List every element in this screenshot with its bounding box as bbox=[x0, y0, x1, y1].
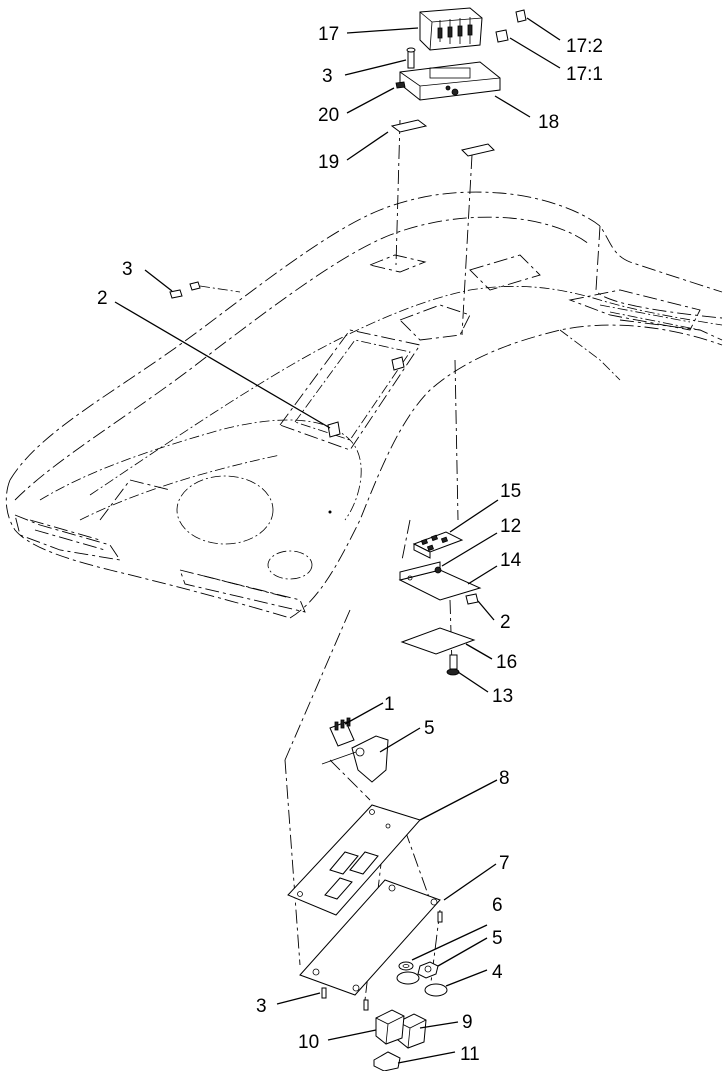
part-17-2-fuse bbox=[515, 9, 527, 23]
callout-3-top: 3 bbox=[322, 66, 333, 87]
part-1-switch bbox=[329, 717, 355, 747]
part-4-cap bbox=[396, 971, 448, 997]
part-17-1-fuse bbox=[495, 29, 509, 43]
callout-9: 9 bbox=[462, 1012, 473, 1033]
callout-19: 19 bbox=[318, 152, 339, 173]
callout-11: 11 bbox=[460, 1044, 480, 1065]
part-5-boot bbox=[321, 735, 389, 783]
part-3-screws-bottom bbox=[321, 911, 443, 1011]
callout-2-mid: 2 bbox=[500, 612, 511, 633]
part-11-button-cap bbox=[373, 1051, 401, 1071]
part-7-bottom-plate bbox=[299, 879, 441, 996]
part-8-top-plate bbox=[287, 804, 421, 916]
part-2-clip-dash bbox=[327, 356, 405, 438]
callout-20: 20 bbox=[318, 105, 339, 126]
part-17-relay-block bbox=[419, 7, 483, 51]
callout-8: 8 bbox=[499, 768, 510, 789]
part-20-clip bbox=[395, 81, 406, 89]
callout-15: 15 bbox=[500, 481, 521, 502]
part-2-clip-mid bbox=[465, 593, 479, 605]
callout-17-1: 17:1 bbox=[566, 64, 603, 85]
callout-6: 6 bbox=[492, 895, 503, 916]
callout-16: 16 bbox=[496, 652, 517, 673]
part-14-mounting-plate bbox=[398, 561, 482, 601]
part-5-nut bbox=[417, 961, 439, 979]
part-3-screw-dash bbox=[169, 281, 241, 299]
callout-2-dash: 2 bbox=[97, 288, 108, 309]
callout-labels: 17 17:2 17:1 3 20 18 19 3 2 15 12 14 2 1… bbox=[97, 24, 603, 1065]
callout-1: 1 bbox=[384, 694, 395, 715]
part-16-gasket bbox=[400, 627, 476, 655]
part-9-rocker-switch bbox=[397, 1013, 427, 1049]
callout-12: 12 bbox=[500, 516, 521, 537]
callout-14: 14 bbox=[500, 550, 522, 571]
callout-13: 13 bbox=[492, 686, 513, 707]
callout-18: 18 bbox=[538, 112, 559, 133]
callout-7: 7 bbox=[499, 853, 510, 874]
part-6-washer bbox=[398, 961, 414, 971]
part-19-pads bbox=[390, 119, 495, 157]
part-15-switch-module bbox=[412, 531, 464, 559]
callout-10: 10 bbox=[298, 1032, 319, 1053]
callout-5-boot: 5 bbox=[424, 718, 435, 739]
callout-4: 4 bbox=[492, 962, 503, 983]
callout-3-bottom: 3 bbox=[256, 996, 267, 1017]
callout-17-2: 17:2 bbox=[566, 36, 603, 57]
part-18-bracket bbox=[399, 61, 501, 101]
leader-lines bbox=[114, 17, 561, 1064]
part-10-rocker-switch bbox=[375, 1009, 405, 1045]
callout-3-dash: 3 bbox=[122, 259, 133, 280]
callout-5-nut: 5 bbox=[492, 928, 503, 949]
callout-17: 17 bbox=[318, 24, 339, 45]
dashboard-housing bbox=[5, 191, 723, 619]
part-13-knob bbox=[446, 654, 460, 676]
part-3-screw-top bbox=[406, 47, 416, 69]
